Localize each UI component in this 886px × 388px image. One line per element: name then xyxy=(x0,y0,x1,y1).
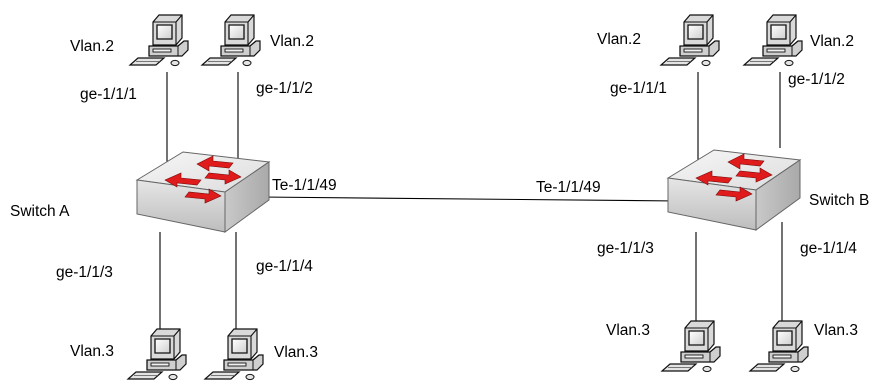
host-a4-port: ge-1/1/4 xyxy=(256,258,313,275)
trunk-port-left: Te-1/1/49 xyxy=(272,177,337,194)
host-b4-port: ge-1/1/4 xyxy=(800,240,857,257)
host-b3-port: ge-1/1/3 xyxy=(597,240,654,257)
trunk-port-right: Te-1/1/49 xyxy=(536,179,601,196)
switch-b-icon xyxy=(667,149,801,231)
host-b4-vlan: Vlan.3 xyxy=(814,322,858,339)
desktop-computer-icon xyxy=(127,328,187,381)
desktop-computer-icon xyxy=(743,14,803,67)
desktop-computer-icon xyxy=(749,320,809,373)
switch-b-label: Switch B xyxy=(809,192,869,209)
connection-lines xyxy=(159,72,783,330)
host-a2-vlan: Vlan.2 xyxy=(270,33,314,50)
desktop-computer-icon xyxy=(204,328,264,381)
trunk-link xyxy=(259,196,679,202)
host-b3-vlan: Vlan.3 xyxy=(606,322,650,339)
host-a4-vlan: Vlan.3 xyxy=(274,344,318,361)
switch-a-icon xyxy=(136,151,270,233)
host-a3-vlan: Vlan.3 xyxy=(70,343,114,360)
host-a2-port: ge-1/1/2 xyxy=(256,80,313,97)
host-a1-vlan: Vlan.2 xyxy=(70,38,114,55)
desktop-computer-icon xyxy=(660,14,720,67)
switch-a-label: Switch A xyxy=(10,203,70,220)
host-a1-port: ge-1/1/1 xyxy=(80,86,137,103)
host-b2-vlan: Vlan.2 xyxy=(810,33,854,50)
host-b2-port: ge-1/1/2 xyxy=(788,71,845,88)
desktop-computer-icon xyxy=(661,320,721,373)
host-b1-port: ge-1/1/1 xyxy=(610,80,667,97)
desktop-computer-icon xyxy=(129,14,189,67)
host-b1-vlan: Vlan.2 xyxy=(597,31,641,48)
host-a3-port: ge-1/1/3 xyxy=(56,264,113,281)
desktop-computer-icon xyxy=(201,14,261,67)
